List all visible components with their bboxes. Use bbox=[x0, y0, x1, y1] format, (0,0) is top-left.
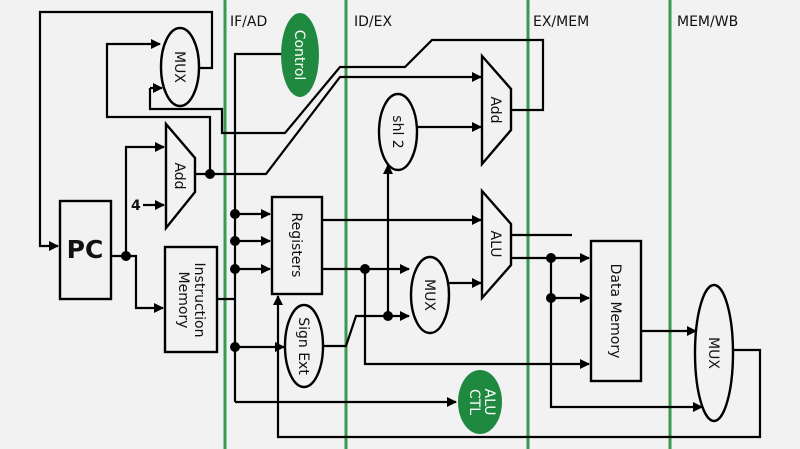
registers-label: Registers bbox=[288, 213, 304, 278]
alu-ctl-label-2: CTL bbox=[466, 389, 482, 415]
pc-mux: MUX bbox=[159, 26, 201, 108]
control-unit: Control bbox=[281, 13, 319, 97]
junction-dot bbox=[121, 251, 131, 261]
sign-extend: Sign Ext bbox=[283, 303, 325, 389]
stage-label-if-ad: IF/AD bbox=[230, 14, 267, 30]
control-label: Control bbox=[291, 30, 307, 81]
junction-dot bbox=[383, 311, 393, 321]
junction-dot bbox=[230, 342, 240, 352]
instruction-memory-label-2: Memory bbox=[175, 272, 191, 329]
pc-adder: Add bbox=[164, 120, 197, 232]
alu-mux-label: MUX bbox=[421, 279, 437, 311]
pc-register: PC bbox=[58, 199, 113, 301]
pc-adder-label: Add bbox=[171, 162, 187, 189]
wire-pc-to-add bbox=[124, 142, 165, 256]
branch-adder: Add bbox=[480, 52, 513, 168]
data-memory: Data Memory bbox=[589, 239, 643, 383]
junction-dot bbox=[205, 169, 215, 179]
alu: ALU bbox=[480, 187, 513, 302]
wb-mux-label: MUX bbox=[705, 337, 721, 369]
pc-label: PC bbox=[67, 235, 104, 264]
wire-writeback bbox=[273, 295, 762, 439]
wire-signext-to-mux bbox=[323, 311, 410, 348]
wire-mux-to-pc bbox=[38, 10, 214, 251]
junction-dot bbox=[546, 293, 556, 303]
wire-branch-to-mux bbox=[148, 38, 545, 135]
sign-ext-label: Sign Ext bbox=[295, 317, 311, 375]
alu-label: ALU bbox=[487, 231, 503, 258]
shl2-label: shl 2 bbox=[389, 115, 405, 148]
branch-adder-label: Add bbox=[487, 96, 503, 123]
alu-src-mux: MUX bbox=[409, 255, 451, 335]
junction-dot bbox=[230, 264, 240, 274]
stage-label-id-ex: ID/EX bbox=[354, 14, 392, 30]
stage-label-mem-wb: MEM/WB bbox=[677, 14, 738, 30]
wire-rd2-to-dmem bbox=[363, 269, 590, 369]
shift-left-2: shl 2 bbox=[377, 92, 419, 172]
stage-label-ex-mem: EX/MEM bbox=[533, 14, 589, 30]
wire-pc4-to-add bbox=[195, 72, 482, 176]
instruction-memory-label-1: Instruction bbox=[191, 263, 207, 338]
wire-alu-to-wbmux bbox=[549, 258, 703, 412]
wire-add-to-mux bbox=[105, 39, 212, 174]
register-file: Registers bbox=[270, 195, 324, 296]
junction-dot bbox=[230, 236, 240, 246]
constant-four: 4 bbox=[131, 198, 141, 214]
alu-control: ALU CTL bbox=[458, 370, 502, 434]
junction-dot bbox=[546, 253, 556, 263]
writeback-mux: MUX bbox=[693, 283, 735, 423]
alu-ctl-label-1: ALU bbox=[481, 389, 497, 416]
junction-dot bbox=[230, 209, 240, 219]
pc-mux-label: MUX bbox=[171, 51, 187, 83]
wire-pc-to-imem bbox=[111, 254, 164, 313]
data-memory-label: Data Memory bbox=[607, 264, 623, 359]
instruction-memory: Instruction Memory bbox=[163, 245, 219, 354]
wire-instr-bus bbox=[233, 49, 293, 402]
junction-dot bbox=[360, 264, 370, 274]
junction-dots bbox=[121, 169, 556, 352]
